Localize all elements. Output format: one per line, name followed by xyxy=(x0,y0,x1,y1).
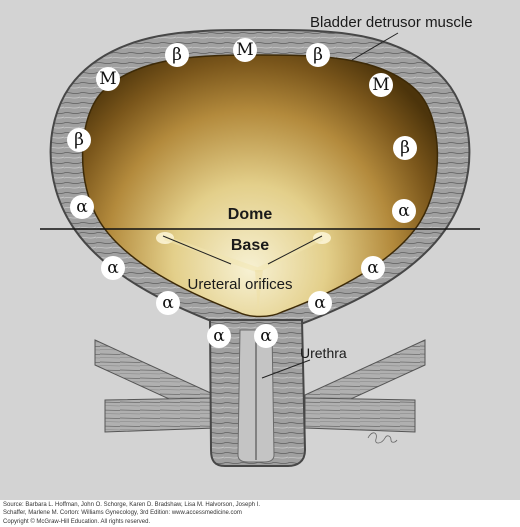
pelvic-floor-muscles xyxy=(94,339,426,433)
receptor-badge: β xyxy=(306,43,330,67)
receptor-badge: α xyxy=(392,199,416,223)
receptor-label: α xyxy=(76,197,88,217)
receptor-label: α xyxy=(314,293,326,313)
receptor-label: M xyxy=(236,40,253,60)
receptor-label: α xyxy=(107,258,119,278)
bladder-illustration: β M β M M β β α α α α α α α α Bladder de… xyxy=(40,14,480,467)
source-credit: Source: Barbara L. Hoffman, John O. Scho… xyxy=(0,500,520,527)
ureteral-orifices-label: Ureteral orifices xyxy=(187,276,292,293)
receptor-label: β xyxy=(313,45,323,65)
receptor-badge: M xyxy=(233,38,257,62)
receptor-badge: α xyxy=(101,256,125,280)
receptor-label: M xyxy=(372,75,389,95)
receptor-label: α xyxy=(260,326,272,346)
receptor-label: α xyxy=(367,258,379,278)
receptor-badge: β xyxy=(67,128,91,152)
dome-label: Dome xyxy=(228,206,273,223)
receptor-badge: M xyxy=(369,73,393,97)
credit-line: Schaffer, Marlene M. Corton: Williams Gy… xyxy=(3,510,242,517)
receptor-badge: α xyxy=(361,256,385,280)
receptor-badge: α xyxy=(207,324,231,348)
receptor-label: α xyxy=(162,293,174,313)
receptor-label: α xyxy=(398,201,410,221)
leader-lines xyxy=(162,32,399,379)
receptor-markers: β M β M M β β α α α α α α α α xyxy=(67,38,417,348)
receptor-label: M xyxy=(99,69,116,89)
receptor-label: α xyxy=(213,326,225,346)
receptor-badge: α xyxy=(156,291,180,315)
receptor-badge: M xyxy=(96,67,120,91)
receptor-badge: α xyxy=(254,324,278,348)
copyright-line: Copyright © McGraw-Hill Education. All r… xyxy=(3,518,151,525)
urethra-label: Urethra xyxy=(300,345,347,361)
receptor-label: β xyxy=(400,138,410,158)
receptor-label: β xyxy=(74,130,84,150)
bladder-diagram: β M β M M β β α α α α α α α α Bladder de… xyxy=(0,0,520,500)
credit-line: Source: Barbara L. Hoffman, John O. Scho… xyxy=(3,502,261,508)
receptor-badge: α xyxy=(308,291,332,315)
receptor-badge: β xyxy=(165,43,189,67)
detrusor-label: Bladder detrusor muscle xyxy=(310,14,473,31)
artist-signature xyxy=(367,432,398,444)
trigone xyxy=(156,232,331,312)
receptor-badge: α xyxy=(70,195,94,219)
receptor-badge: β xyxy=(393,136,417,160)
base-label: Base xyxy=(231,237,269,254)
receptor-label: β xyxy=(172,45,182,65)
